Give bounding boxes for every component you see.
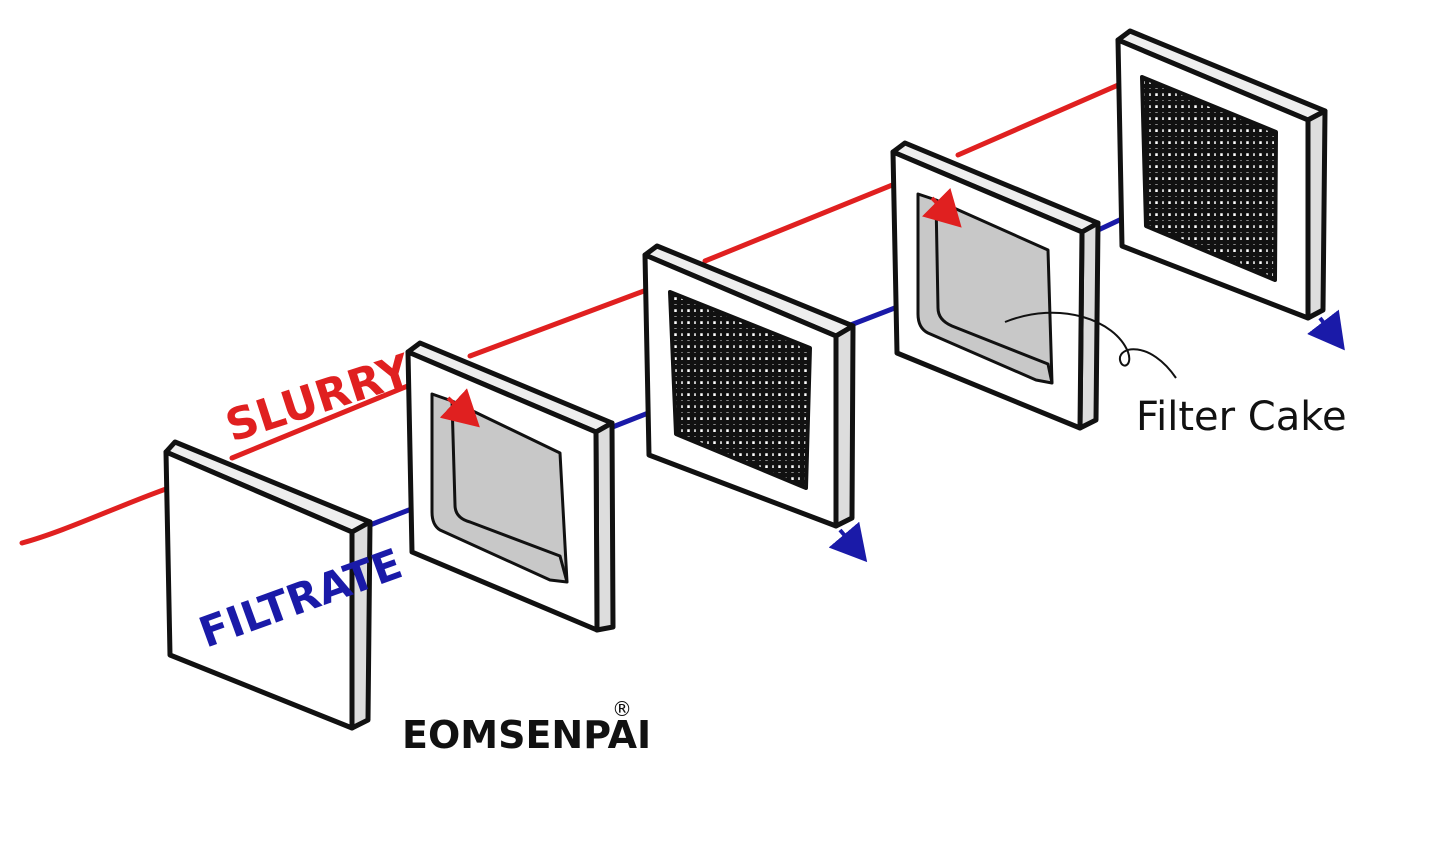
frame-plate-1 <box>405 340 616 633</box>
grid-plate-1 <box>642 243 868 563</box>
registered-mark: ® <box>612 697 632 721</box>
frame-plate-2 <box>890 140 1101 431</box>
brand-label: EOMSENPAI <box>402 713 651 757</box>
filter-cake-2 <box>916 192 1054 385</box>
filter-cake-label: Filter Cake <box>1136 394 1347 440</box>
filter-cake-callout <box>1004 311 1177 379</box>
slurry-label: SLURRY <box>220 345 419 453</box>
filter-cake-1 <box>430 392 569 584</box>
grid-plate-2 <box>1115 28 1345 351</box>
end-plate <box>163 439 373 731</box>
